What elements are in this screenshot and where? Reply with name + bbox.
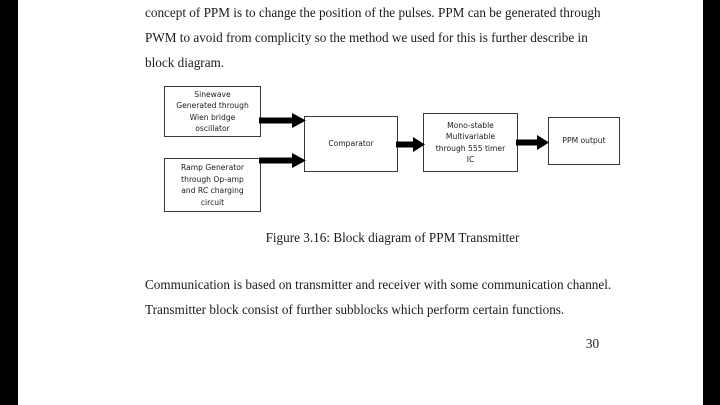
paragraph-top: concept of PPM is to change the position… <box>145 0 640 75</box>
paragraph-top-line-2: PWM to avoid from complicity so the meth… <box>145 30 588 45</box>
paragraph-bottom-line-2: Transmitter block consist of further sub… <box>145 302 565 317</box>
document-page: concept of PPM is to change the position… <box>18 0 703 405</box>
page-number: 30 <box>585 336 600 351</box>
paragraph-top-line-3: block diagram. <box>145 55 225 70</box>
arrow-icon-ramp-to-comparator <box>259 152 307 169</box>
paragraph-bottom: Communication is based on transmitter an… <box>145 272 640 322</box>
paragraph-bottom-line-1: Communication is based on transmitter an… <box>145 277 612 292</box>
arrow-icon-comparator-to-monostable <box>396 136 426 153</box>
diagram-block-ppm-output: PPM output <box>548 117 620 165</box>
arrow-icon-monostable-to-ppm-output <box>516 134 550 151</box>
paragraph-top-line-1: concept of PPM is to change the position… <box>145 5 601 20</box>
diagram-block-comparator: Comparator <box>304 116 398 172</box>
diagram-block-ppm-output-label: PPM output <box>562 136 606 146</box>
arrow-icon-sinewave-to-comparator <box>259 112 307 129</box>
figure-caption: Figure 3.16: Block diagram of PPM Transm… <box>265 230 520 245</box>
diagram-block-comparator-label: Comparator <box>328 139 374 149</box>
